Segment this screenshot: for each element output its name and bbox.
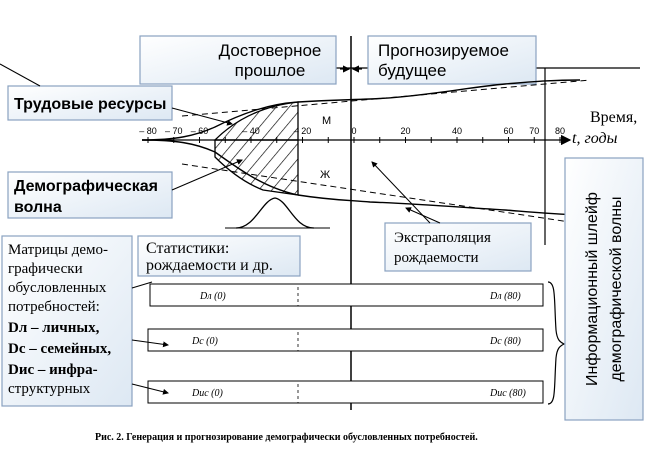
labor-box: [7, 85, 173, 121]
extrap-box: [384, 222, 532, 272]
trend-lower: [181, 163, 591, 226]
trail-line1: Информационный шлейф: [584, 192, 601, 386]
future-box: [367, 35, 537, 85]
labor-label: Трудовые ресурсы: [14, 96, 166, 113]
past-line2: прошлое: [235, 61, 306, 80]
axis-tick-label: – 40: [242, 126, 260, 136]
axis-tick-label: 80: [555, 126, 565, 136]
bell-curve: [235, 197, 315, 229]
axis-tick-label: – 20: [294, 126, 312, 136]
future-line1: Прогнозируемое: [378, 41, 509, 60]
matrices-line: потребностей:: [8, 299, 100, 315]
row-end: Dс (80): [489, 336, 521, 347]
stats-box: [137, 235, 301, 277]
row-end: Dис (80): [489, 388, 526, 399]
row-start: Dс (0): [191, 336, 218, 347]
row-start: Dл (0): [199, 291, 226, 302]
stats-line1: Статистики:: [146, 240, 229, 257]
extrap-line1: Экстраполяция: [394, 230, 491, 246]
past-box: [139, 35, 337, 85]
matrices-line: обусловленных: [8, 280, 107, 296]
matrices-line: графически: [8, 261, 83, 277]
axis-tick-label: – 70: [165, 126, 183, 136]
female-label: Ж: [320, 169, 330, 181]
male-curve: [141, 79, 581, 141]
wave-box: [7, 171, 173, 219]
time-line1: Время,: [590, 109, 637, 126]
axis-tick-label: 60: [503, 126, 513, 136]
wave-line1: Демографическая: [14, 178, 158, 195]
axis-tick-label: 70: [529, 126, 539, 136]
matrices-line: Dис – инфра-: [8, 362, 98, 378]
trend-upper: [181, 79, 591, 117]
wave-hatch: [214, 139, 299, 196]
axis-tick-label: 20: [400, 126, 410, 136]
male-label: М: [322, 115, 331, 127]
future-line2: будущее: [378, 61, 446, 80]
trail-line2: демографической волны: [608, 196, 625, 381]
wave-line2: волна: [14, 199, 62, 216]
matrices-line: Dл – личных,: [8, 320, 100, 336]
axis-ticks: – 80 – 70 – 60 – 40 – 20 0 20 40 60 70 80: [139, 126, 565, 143]
brace: [547, 281, 566, 405]
matrices-text: Матрицы демо- графически обусловленных п…: [8, 242, 111, 397]
trail-box: [564, 157, 644, 421]
stats-line2: рождаемости и др.: [146, 257, 273, 274]
extrap-line2: рождаемости: [394, 250, 479, 266]
matrices-line: Матрицы демо-: [8, 242, 108, 258]
row-start: Dис (0): [191, 388, 223, 399]
past-line1: Достоверное: [219, 41, 322, 60]
axis-tick-label: – 60: [191, 126, 209, 136]
axis-tick-label: – 80: [139, 126, 157, 136]
axis-tick-label: 0: [351, 126, 356, 136]
time-line2: t, годы: [572, 130, 618, 147]
female-curve: [141, 139, 581, 216]
matrices-box: [1, 235, 133, 407]
matrices-line: структурных: [8, 381, 91, 397]
row-end: Dл (80): [489, 291, 521, 302]
figure-caption: Рис. 2. Генерация и прогнозирование демо…: [95, 432, 478, 443]
axis-tick-label: 40: [452, 126, 462, 136]
matrices-line: Dс – семейных,: [8, 341, 111, 357]
